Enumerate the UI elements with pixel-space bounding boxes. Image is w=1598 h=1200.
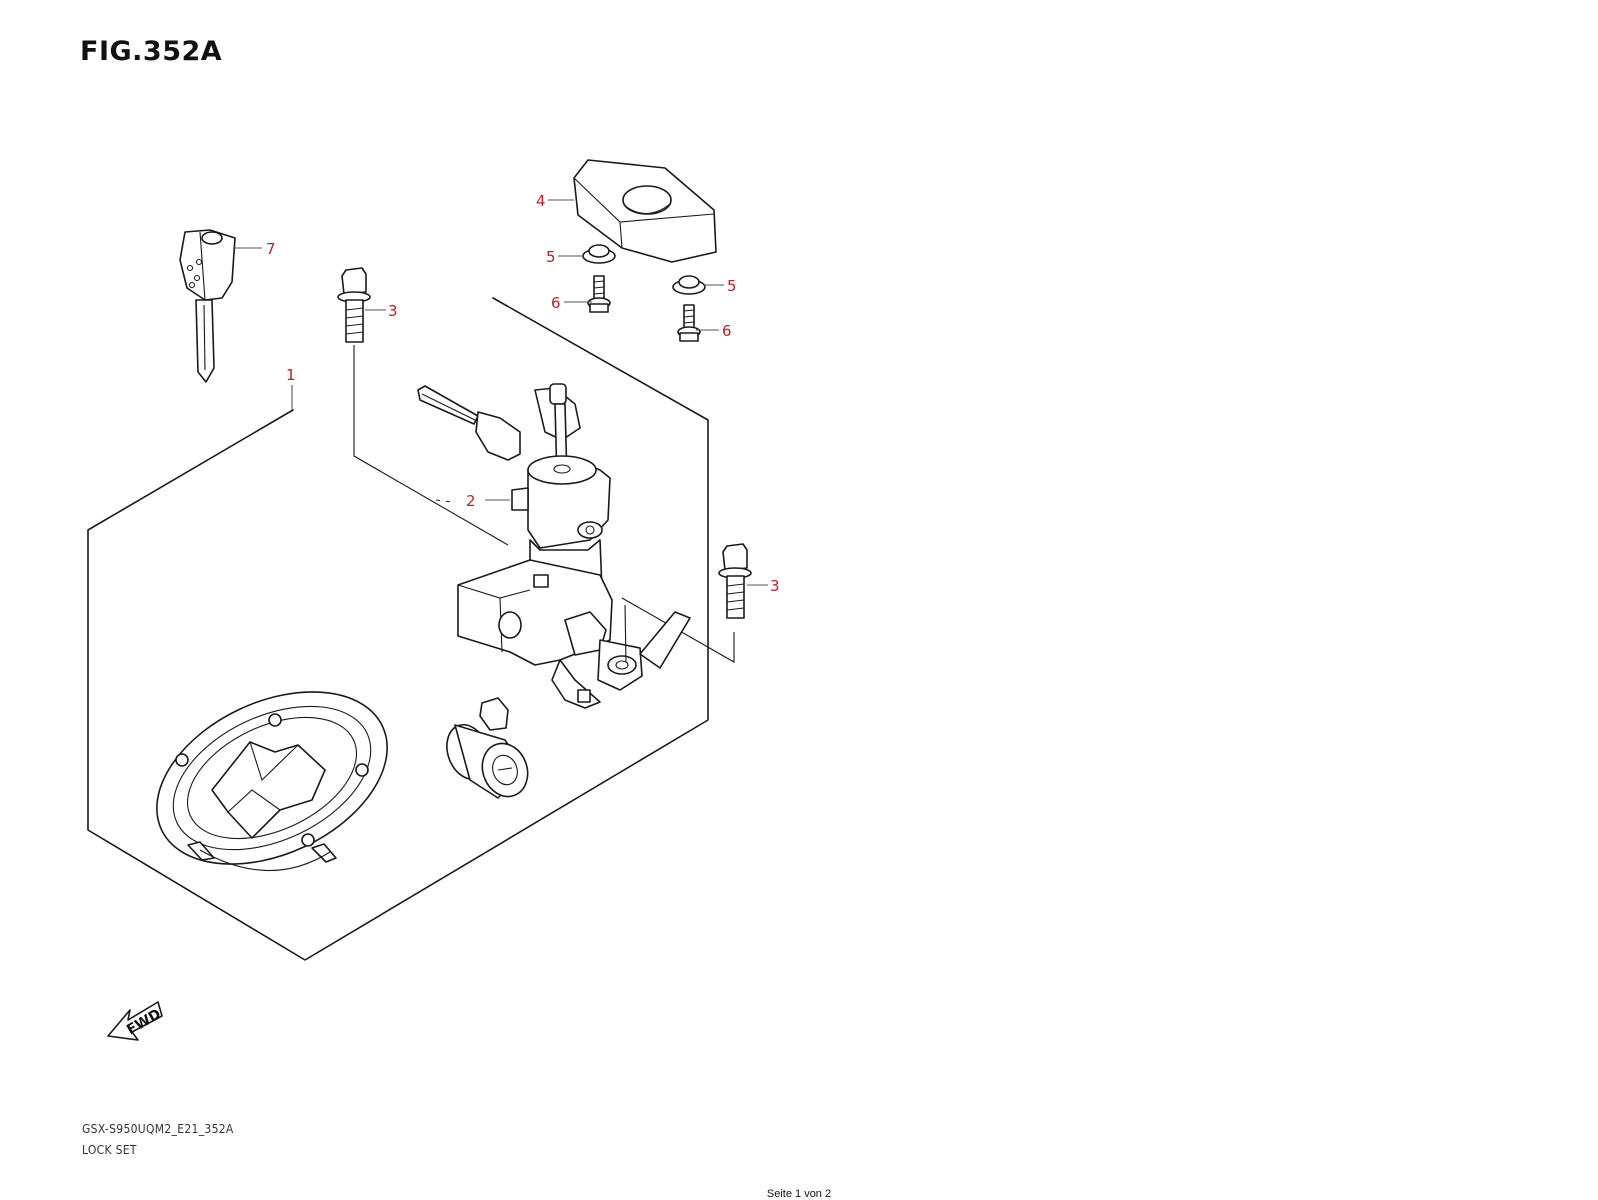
bolt-part-upper — [337, 267, 371, 343]
fuel-cap-part — [156, 691, 388, 872]
callout-number-6-right: 6 — [722, 322, 732, 340]
seat-lock-part — [446, 697, 529, 799]
callout-number-7: 7 — [266, 240, 276, 258]
screw-part-a — [587, 275, 611, 313]
callout-number-5-right: 5 — [727, 277, 737, 295]
washer-part-a — [582, 244, 616, 264]
screw-part-b — [677, 304, 701, 342]
cover-part — [573, 159, 717, 263]
ignition-lock-part — [417, 383, 691, 709]
assembly-outline — [87, 297, 709, 961]
callout-number-3-lower: 3 — [770, 577, 780, 595]
part-code-label: GSX-S950UQM2_E21_352A — [82, 1122, 234, 1136]
forward-direction-arrow: FWD — [107, 1001, 164, 1041]
callout-number-6-left: 6 — [551, 294, 561, 312]
bolt-leader-lines — [353, 345, 735, 663]
callout-number-5-left: 5 — [546, 248, 556, 266]
part-name-label: LOCK SET — [82, 1143, 137, 1157]
callout-number-4: 4 — [536, 192, 546, 210]
page-indicator: Seite 1 von 2 — [766, 1188, 832, 1200]
washer-part-b — [672, 275, 706, 295]
callout-number-3-upper: 3 — [388, 302, 398, 320]
bolt-part-lower — [718, 543, 752, 619]
callout-number-2: 2 — [466, 492, 476, 510]
figure-title: FIG.352A — [80, 36, 223, 67]
key-part — [179, 229, 236, 383]
callout-number-1: 1 — [286, 366, 296, 384]
callout-leaders — [233, 199, 768, 586]
